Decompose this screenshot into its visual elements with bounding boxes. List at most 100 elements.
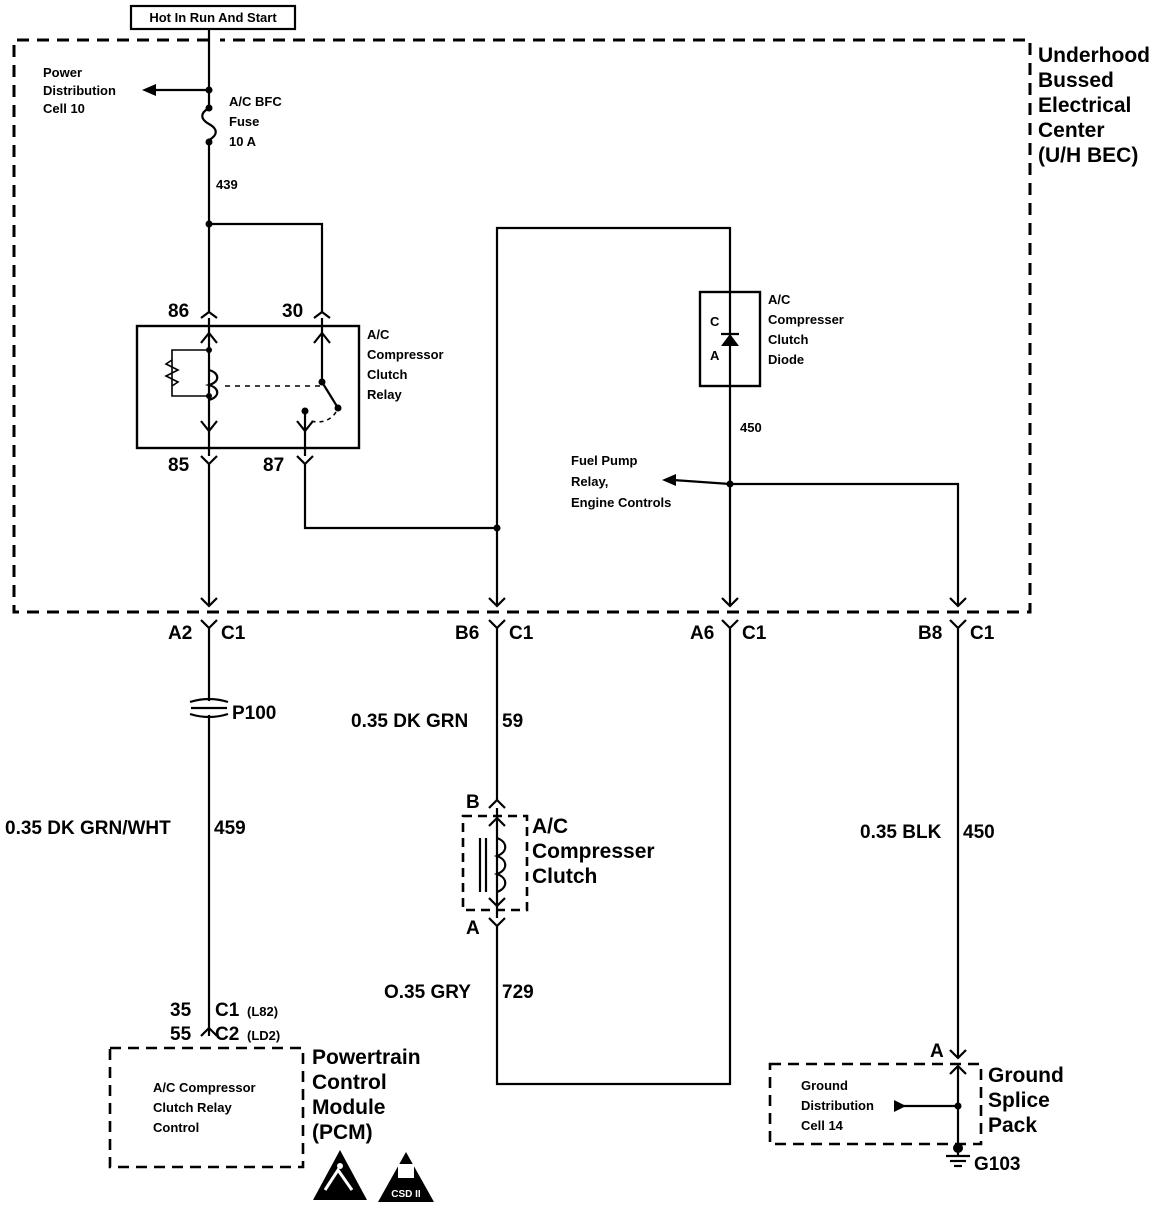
c1-connector-symbols [200,619,967,630]
svg-text:O.35 GRY: O.35 GRY [384,982,471,1003]
clutch-diode [698,290,762,388]
wire-729 [495,628,732,1086]
svg-text:A/C BFC: A/C BFC [229,94,282,109]
svg-text:Cell 10: Cell 10 [43,101,85,116]
svg-text:C1: C1 [970,623,995,644]
b6-diode-loop [488,226,732,608]
svg-text:C2: C2 [215,1024,239,1045]
uh-bec-boundary [12,38,1032,614]
svg-text:Compressor: Compressor [367,347,444,362]
svg-text:A/C: A/C [768,292,791,307]
svg-text:Center: Center [1038,119,1105,142]
svg-text:Clutch Relay: Clutch Relay [153,1100,233,1115]
wire-59-label: 0.35 DK GRN 59 [351,711,523,732]
svg-text:C1: C1 [742,623,767,644]
wire-450-upper-label: 450 [740,420,762,435]
pcm-connector-labels: 35 C1 (L82) 55 C2 (LD2) [170,1000,280,1045]
diode-label: A/C Compresser Clutch Diode [768,292,844,367]
svg-text:450: 450 [963,822,995,843]
wire-85-to-a2 [200,464,218,608]
svg-text:B6: B6 [455,623,479,644]
pcm-label: Powertrain Control Module (PCM) [312,1046,421,1144]
svg-text:Bussed: Bussed [1038,69,1114,92]
svg-text:30: 30 [282,301,303,322]
svg-text:Control: Control [153,1120,199,1135]
svg-text:86: 86 [168,301,189,322]
svg-text:0.35 BLK: 0.35 BLK [860,822,942,843]
svg-text:85: 85 [168,455,190,476]
c1-connector-labels: A2 C1 B6 C1 A6 C1 B8 C1 [168,623,995,644]
svg-text:CSD II: CSD II [391,1189,421,1200]
svg-text:A6: A6 [690,623,714,644]
svg-text:10 A: 10 A [229,134,257,149]
svg-text:Compresser: Compresser [768,312,844,327]
ground-splice-label: Ground Splice Pack [988,1064,1064,1137]
svg-text:Relay,: Relay, [571,474,608,489]
wire-450-lower [949,628,967,1060]
svg-text:A/C: A/C [532,815,568,838]
svg-text:A: A [710,348,720,363]
svg-text:0.35 DK GRN: 0.35 DK GRN [351,711,468,732]
esd-warning-icon [313,1150,367,1200]
svg-text:Relay: Relay [367,387,402,402]
power-distribution-label: Power Distribution Cell 10 [43,65,116,116]
g103-label: G103 [974,1154,1020,1175]
svg-text:Engine Controls: Engine Controls [571,495,671,510]
svg-text:Clutch: Clutch [768,332,809,347]
wire-450-upper [662,386,967,608]
wire-450-lower-label: 0.35 BLK 450 [860,822,995,843]
wire-729-label: O.35 GRY 729 [384,982,534,1003]
svg-text:459: 459 [214,818,246,839]
svg-text:A/C: A/C [367,327,390,342]
clutch-pin-labels: B A [466,792,480,939]
svg-text:Splice: Splice [988,1089,1050,1112]
svg-text:A2: A2 [168,623,192,644]
svg-text:Ground: Ground [988,1064,1064,1087]
svg-text:(LD2): (LD2) [247,1028,280,1043]
ground-splice-box: Ground Distribution Cell 14 [768,1062,983,1168]
svg-text:729: 729 [502,982,534,1003]
svg-text:C1: C1 [509,623,534,644]
svg-text:35: 35 [170,1000,192,1021]
svg-text:Distribution: Distribution [801,1098,874,1113]
svg-text:Underhood: Underhood [1038,44,1150,67]
svg-text:Module: Module [312,1096,386,1119]
p100-label: P100 [232,703,276,724]
wire-459-label: 0.35 DK GRN/WHT 459 [5,818,246,839]
power-source-label: Hot In Run And Start [149,10,277,25]
svg-text:Electrical: Electrical [1038,94,1131,117]
feed-wire-439 [201,29,324,312]
svg-text:C1: C1 [221,623,246,644]
svg-text:Fuse: Fuse [229,114,259,129]
svg-text:Control: Control [312,1071,387,1094]
svg-text:55: 55 [170,1024,192,1045]
fuse-label: A/C BFC Fuse 10 A [229,94,282,149]
compressor-clutch [461,808,529,928]
compressor-clutch-label: A/C Compresser Clutch [532,815,655,888]
svg-text:C: C [710,314,720,329]
pcm-box: A/C Compressor Clutch Relay Control [108,1046,305,1169]
svg-text:A: A [466,918,480,939]
svg-text:C1: C1 [215,1000,240,1021]
svg-text:(L82): (L82) [247,1004,278,1019]
relay-bottom-connectors [200,455,314,466]
svg-text:0.35 DK GRN/WHT: 0.35 DK GRN/WHT [5,818,171,839]
svg-text:(PCM): (PCM) [312,1121,373,1144]
power-distribution-branch [142,84,213,96]
svg-text:Clutch: Clutch [367,367,408,382]
wire-59 [488,628,506,809]
svg-text:59: 59 [502,711,523,732]
wire-87-to-b6 [303,464,501,532]
relay-pin-labels: 86 30 85 87 [168,301,303,476]
svg-text:Compresser: Compresser [532,840,655,863]
relay-box [135,310,361,456]
svg-text:Powertrain: Powertrain [312,1046,421,1069]
wire-459 [189,628,229,1037]
svg-text:A/C Compressor: A/C Compressor [153,1080,256,1095]
svg-text:Ground: Ground [801,1078,848,1093]
wire-439-label: 439 [216,177,238,192]
svg-text:Distribution: Distribution [43,83,116,98]
svg-text:Fuel Pump: Fuel Pump [571,453,638,468]
uh-bec-label: Underhood Bussed Electrical Center (U/H … [1038,44,1150,167]
